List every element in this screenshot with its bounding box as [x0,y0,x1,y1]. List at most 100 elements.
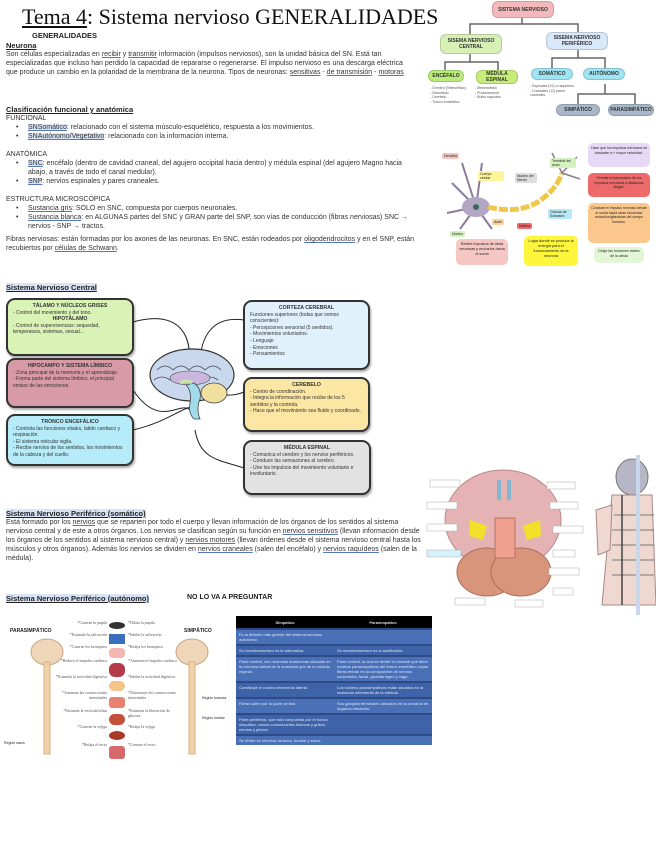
list-item: SNSomático: relacionado con el sistema m… [16,123,421,132]
tree-node-sistema-nervioso: SISTEMA NERVIOSO [492,1,554,18]
link-sn-autonomo[interactable]: SNAutónomo/Vegetativo [28,133,105,140]
tree-node-simpatico: SIMPÁTICO [556,104,600,116]
region-sacra-label: Región sacra [4,741,25,745]
tree-node-snc: SISEMA NERVIOSO CENTRAL [440,34,502,54]
label-terminal-axon: Terminal del axón [550,158,576,168]
list-item: SNP: nervios espinales y pares craneales… [16,177,421,186]
tree-node-medula: MÉDULA ESPINAL [476,70,518,84]
rectum-icon [109,746,125,759]
link-snc[interactable]: SNC [28,160,43,167]
stomach-icon [109,681,125,691]
region-lumbar-label: Región lumbar [202,716,225,720]
link-oligodendrocitos[interactable]: oligodendrocitos [304,236,356,243]
label-axon: Axón [492,219,504,225]
tree-node-autonomo: AUTÓNOMO [583,68,625,80]
liver-icon [109,714,125,725]
fibras-paragraph: Fibras nerviosas: están formadas por los… [6,236,415,252]
eye-icon [109,622,125,629]
link-transmitir[interactable]: transmitir [128,51,157,58]
label-dendrita: Dendrita [442,153,460,159]
cranial-nerves-illustration [426,469,584,608]
link-recibir[interactable]: recibir [101,51,121,58]
list-item: SNC: encéfalo (dentro de cavidad craneal… [16,159,421,177]
label-cuerpo-celular: Cuerpo celular [478,171,504,181]
parasimpatico-effects: *Contrae la pupila *Estimula la salivaci… [55,620,107,747]
autonomic-figure: PARASIMPÁTICO SIMPÁTICO Región sacra Reg… [4,616,232,761]
brain-illustration [149,348,235,420]
label-celulas-schwann: Células de Schwann [548,209,572,219]
neurona-paragraph: Son células especializadas en recibir y … [6,51,404,76]
sympathetic-parasympathetic-table: Simpático Parasimpático Es la división m… [236,616,432,745]
bladder-icon [109,731,125,740]
organ-icons [109,622,125,759]
label-mielina: Mielina [517,223,533,229]
snc-heading: Sistema Nervioso Central [6,283,97,292]
link-nervios-sensitivos[interactable]: nervios sensitivos [282,528,338,535]
document-margin-bar [636,455,640,615]
medula-box: MÉDULA ESPINAL - Comunica el cerebro y l… [243,440,371,495]
tronco-box: TRONCO ENCEFÁLICO - Controla las funcion… [6,414,134,466]
neuron-diagram: Dendrita Cuerpo celular Núcleo del Nervi… [442,143,656,268]
salivary-gland-icon [109,634,125,644]
hipocampo-box: HIPOCAMPO Y SISTEMA LÍMBICO - Zona princ… [6,358,134,408]
label-nucleo: Núcleo [450,231,465,237]
table-row: Parte central, con neuronas autónomas si… [236,655,432,682]
tree-connector-lines [444,18,636,104]
parasimpatico-label: PARASIMPÁTICO [10,628,52,634]
list-item: Sustancia blanca: en ALGUNAS partes del … [16,213,421,231]
intestine-icon [109,697,125,708]
tree-node-parasimpatico: PARASIMPÁTICO [608,104,654,116]
encefalo-items: - Cerebro (Telencéfalo)- Diencéfalo- Cer… [430,86,466,104]
anatomica-label: ANATÓMICA [6,151,48,158]
list-item: SNAutónomo/Vegetativo: relacionado con l… [16,132,421,141]
tree-node-snp: SISEMA NERVIOSO PERIFÉRICO [546,32,608,50]
label-nucleo-nervio: Núcleo del Nervio [515,173,537,183]
corteza-box: CORTEZA CEREBRAL Funciones superiores (t… [243,300,370,370]
snp-somatico-paragraph: Está formado por los nervios que se repa… [6,519,421,562]
note-nucleo: Dirige las funciones vitales de la célul… [594,247,644,263]
link-motoras[interactable]: motoras [378,69,404,76]
tree-node-somatico: SOMÁTICO [531,68,573,80]
generalidades-subheading: GENERALIDADES [32,31,98,40]
lungs-icon [109,648,125,658]
table-row: Constituye el núcleo intermedio lateral.… [236,681,432,698]
heart-icon [109,663,125,677]
link-de-transmision[interactable]: de transmisión [326,69,373,76]
snp-somatico-heading: Sistema Nervioso Periférico (somático) [6,509,146,518]
region-toracica-label: Región torácica [202,696,227,700]
somatico-items: - Espinales (31) o raquídeos- Craneales … [530,84,574,97]
clasificacion-heading: Clasificación funcional y anatómica [6,105,134,114]
simpatico-label: SIMPÁTICO [184,628,212,634]
snp-autonomo-heading: Sistema Nervioso Periférico (autónomo) [6,594,149,603]
talamo-box: TÁLAMO Y NÚCLEOS GRISES - Control del mo… [6,298,134,356]
link-nervios-raquideos[interactable]: nervios raquídeos [323,546,379,553]
medula-items: - Mesencéfalo- Protuberancia- Bulbo raqu… [475,86,501,99]
note-dendrita: Recibe impulsos de otras neuronas y enví… [456,239,508,265]
spinal-cord-left-icon [30,638,64,755]
note-cuerpo-celular: Lugar donde se produce la energía para e… [524,236,578,266]
link-sn-somatico[interactable]: SNSomático [28,124,67,131]
table-row: Es la división más grande del sistema ne… [236,628,432,645]
cerebelo-box: CEREBELO - Centro de coordinación. - Int… [243,377,370,432]
link-celulas-schwann[interactable]: células de Schwann [54,245,117,252]
table-row: Parte periférica, que está compuesta por… [236,713,432,735]
clasificacion-block: FUNCIONAL SNSomático: relacionado con el… [6,114,421,253]
table-header: Parasimpático [334,616,432,629]
link-sustancia-gris[interactable]: Sustancia gris [28,205,72,212]
no-lo-va-preguntar-note: NO LO VA A PREGUNTAR [187,594,273,601]
link-nervios-motores[interactable]: nervios motores [185,537,236,544]
link-sensitivas[interactable]: sensitivas [289,69,321,76]
neuron-illustration [446,152,581,230]
note-mielina: Hace que los impulsos nerviosos se trasl… [588,143,650,167]
link-nervios[interactable]: nervios [72,519,96,526]
table-row: Fibras salen por la parte ventral.Sus ga… [236,697,432,714]
tree-node-encefalo: ENCÉFALO [428,70,464,82]
link-sustancia-blanca[interactable]: Sustancia blanca [28,214,82,221]
simpatico-effects: *Dilata la pupila *Inhibe la salivación … [128,620,177,747]
note-axon-distance: Permite la transmisión de los impulsos n… [588,173,650,197]
link-snp[interactable]: SNP [28,178,43,185]
table-row: Su neurotransmisor es la adrenalina.Su n… [236,644,432,656]
link-nervios-craneales[interactable]: nervios craneales [197,546,253,553]
table-row: Se divide en cervical, torácico, lumbar … [236,734,432,745]
note-axon-conduce: Conduce el impulso nervioso desde el som… [588,203,650,243]
